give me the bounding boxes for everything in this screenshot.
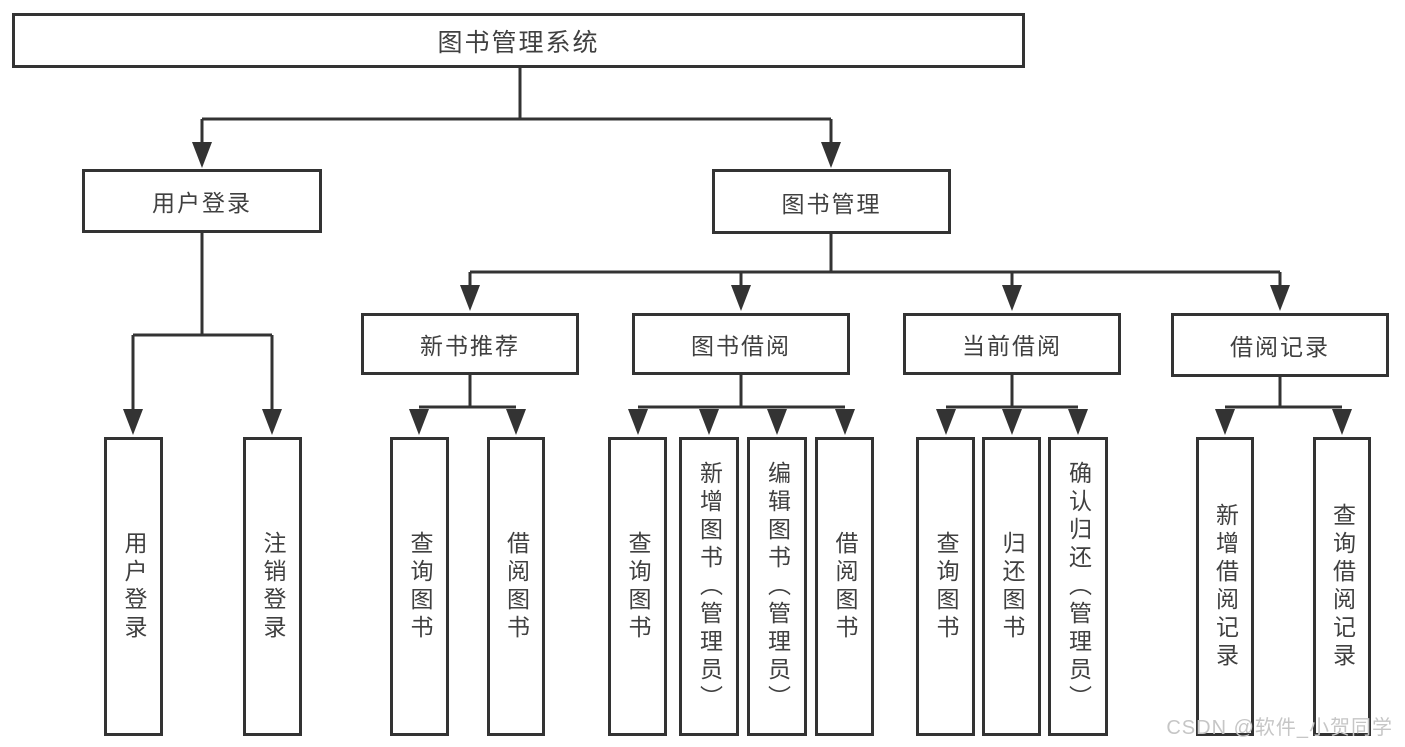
leaf-query-borrow-record: 查询借阅记录 xyxy=(1313,437,1371,736)
node-label: 查询图书 xyxy=(407,530,433,643)
node-label: 图书借阅 xyxy=(691,333,791,359)
node-label: 编辑图书（管理员） xyxy=(764,460,791,713)
watermark: CSDN @软件_小贺同学 xyxy=(1166,717,1393,739)
leaf-query-books: 查询图书 xyxy=(390,437,449,736)
node-label: 借阅图书 xyxy=(503,530,530,643)
node-label: 用户登录 xyxy=(121,530,147,643)
node-label: 新书推荐 xyxy=(420,333,520,359)
node-label: 查询图书 xyxy=(933,530,959,643)
leaf-logout: 注销登录 xyxy=(243,437,302,736)
arrowheads xyxy=(123,142,1352,435)
node-label: 图书管理 xyxy=(781,190,882,217)
node-library-system: 图书管理系统 xyxy=(12,13,1025,68)
node-label: 新增图书（管理员） xyxy=(696,460,723,713)
leaf-user-login: 用户登录 xyxy=(104,437,163,736)
node-label: 借阅图书 xyxy=(832,530,858,643)
node-label: 借阅记录 xyxy=(1230,334,1330,360)
node-user-login: 用户登录 xyxy=(82,169,322,233)
leaf-add-book-admin: 新增图书（管理员） xyxy=(679,437,739,736)
node-label: 归还图书 xyxy=(999,530,1025,643)
node-label: 确认归还（管理员） xyxy=(1065,460,1092,713)
node-label: 用户登录 xyxy=(152,190,252,216)
node-label: 查询借阅记录 xyxy=(1329,502,1356,671)
node-book-management: 图书管理 xyxy=(712,169,951,234)
node-label: 注销登录 xyxy=(260,530,286,643)
node-label: 当前借阅 xyxy=(962,333,1062,359)
leaf-edit-book-admin: 编辑图书（管理员） xyxy=(747,437,807,736)
leaf-borrow-books: 借阅图书 xyxy=(815,437,874,736)
node-current-borrowing: 当前借阅 xyxy=(903,313,1121,375)
leaf-borrow-books: 借阅图书 xyxy=(487,437,545,736)
leaf-add-borrow-record: 新增借阅记录 xyxy=(1196,437,1254,736)
node-label: 新增借阅记录 xyxy=(1212,502,1239,671)
leaf-return-book: 归还图书 xyxy=(982,437,1041,736)
leaf-confirm-return-admin: 确认归还（管理员） xyxy=(1048,437,1108,736)
node-label: 图书管理系统 xyxy=(437,28,600,57)
leaf-query-books: 查询图书 xyxy=(608,437,667,736)
node-label: 查询图书 xyxy=(625,530,651,643)
node-borrowing-records: 借阅记录 xyxy=(1171,313,1389,377)
node-new-book-recommendation: 新书推荐 xyxy=(361,313,579,375)
node-book-borrowing: 图书借阅 xyxy=(632,313,850,375)
leaf-query-books: 查询图书 xyxy=(916,437,975,736)
